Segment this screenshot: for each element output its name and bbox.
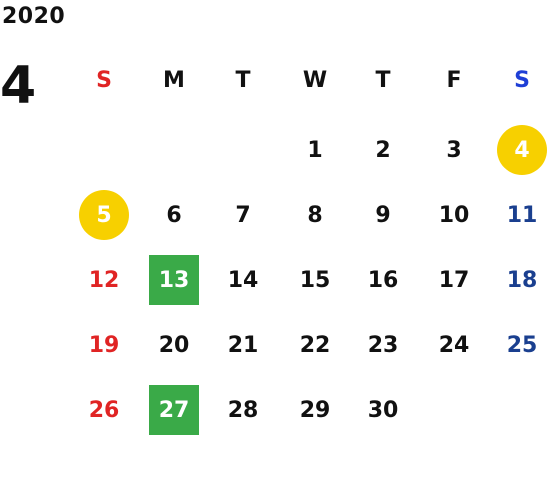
calendar-day[interactable]: 23 — [367, 332, 399, 358]
calendar-day-marked[interactable]: 13 — [149, 255, 199, 305]
weekday-header: W — [302, 68, 328, 93]
year-label: 2020 — [2, 4, 66, 29]
calendar-day[interactable]: 26 — [88, 397, 120, 423]
calendar-day[interactable]: 9 — [375, 202, 391, 228]
calendar-day[interactable]: 6 — [166, 202, 182, 228]
calendar-day[interactable]: 8 — [307, 202, 323, 228]
calendar-day[interactable]: 17 — [438, 267, 470, 293]
weekday-header: T — [235, 68, 251, 93]
calendar-day[interactable]: 7 — [235, 202, 251, 228]
month-number: 4 — [0, 56, 37, 116]
calendar-day[interactable]: 30 — [367, 397, 399, 423]
calendar-day[interactable]: 16 — [367, 267, 399, 293]
calendar-day-holiday[interactable]: 4 — [497, 125, 547, 175]
calendar-day[interactable]: 11 — [506, 202, 538, 228]
calendar-day[interactable]: 24 — [438, 332, 470, 358]
calendar-day[interactable]: 25 — [506, 332, 538, 358]
calendar-day[interactable]: 28 — [227, 397, 259, 423]
calendar-day[interactable]: 10 — [438, 202, 470, 228]
calendar-day[interactable]: 1 — [307, 137, 323, 163]
calendar-day[interactable]: 29 — [299, 397, 331, 423]
weekday-header: F — [446, 68, 462, 93]
calendar-day[interactable]: 18 — [506, 267, 538, 293]
calendar-day[interactable]: 12 — [88, 267, 120, 293]
calendar-day-holiday[interactable]: 5 — [79, 190, 129, 240]
calendar-day[interactable]: 3 — [446, 137, 462, 163]
calendar-day[interactable]: 19 — [88, 332, 120, 358]
calendar-day[interactable]: 2 — [375, 137, 391, 163]
weekday-header: T — [375, 68, 391, 93]
calendar-day[interactable]: 14 — [227, 267, 259, 293]
calendar-day[interactable]: 20 — [158, 332, 190, 358]
weekday-header: M — [163, 68, 185, 93]
calendar-day[interactable]: 15 — [299, 267, 331, 293]
calendar-day-marked[interactable]: 27 — [149, 385, 199, 435]
calendar-day[interactable]: 21 — [227, 332, 259, 358]
weekday-header: S — [514, 68, 530, 93]
weekday-header: S — [96, 68, 112, 93]
calendar-day[interactable]: 22 — [299, 332, 331, 358]
